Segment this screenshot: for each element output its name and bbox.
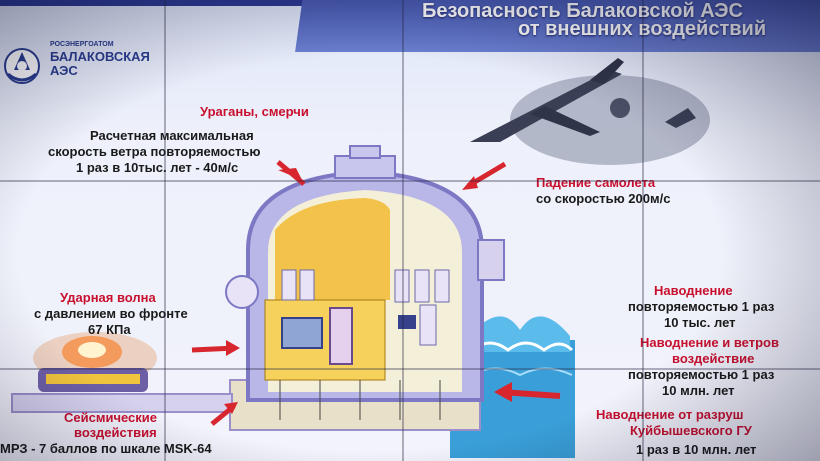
flood2-line2: 10 млн. лет <box>662 383 735 398</box>
flood2-line1: повторяемостью 1 раз <box>628 367 775 382</box>
shock-line2: 67 КПа <box>88 322 131 337</box>
flood1-title: Наводнение <box>654 283 733 298</box>
seismic-title2: воздействия <box>74 425 157 440</box>
screen-seam <box>0 180 820 182</box>
logo-subtitle: РОСЭНЕРГОАТОМ <box>50 41 114 48</box>
screen-seam <box>642 0 644 461</box>
flood1-line1: повторяемостью 1 раз <box>628 299 775 314</box>
hazard-arrows <box>191 160 561 426</box>
hurricane-line1: Расчетная максимальная <box>90 128 254 143</box>
flood3-title1: Наводнение от разруш <box>596 407 744 422</box>
flood2-title2: воздействие <box>672 351 755 366</box>
plane-speed: со скоростью 200м/с <box>536 191 671 206</box>
logo-emblem-icon <box>4 48 40 84</box>
flood3-title2: Куйбышевского ГУ <box>630 423 752 438</box>
screen-seam <box>402 0 404 461</box>
shock-line1: с давлением во фронте <box>34 306 188 321</box>
hurricane-line3: 1 раз в 10тыс. лет - 40м/с <box>76 160 239 175</box>
screen-seam <box>164 0 166 461</box>
flood3-line1: 1 раз в 10 млн. лет <box>636 442 757 457</box>
flood2-title1: Наводнение и ветров <box>640 335 779 350</box>
plane-title: Падение самолета <box>536 175 656 190</box>
slide-title-line2: от внешних воздействий <box>518 18 767 40</box>
containment-building <box>225 145 505 420</box>
flood1-line2: 10 тыс. лет <box>664 315 736 330</box>
explosion-icon <box>33 332 157 392</box>
shock-title: Ударная волна <box>60 290 156 305</box>
logo-name: БАЛАКОВСКАЯ АЭС <box>50 49 150 78</box>
slide-title-line1: Безопасность Балаковской АЭС <box>422 0 743 22</box>
airplane-icon <box>470 58 710 165</box>
seismic-line: МРЗ - 7 баллов по шкале MSK-64 <box>0 441 212 456</box>
hurricane-title: Ураганы, смерчи <box>200 104 309 119</box>
screen-seam <box>0 368 820 370</box>
seismic-title1: Сейсмические <box>64 410 158 425</box>
hurricane-line2: скорость ветра повторяемостью <box>48 144 261 159</box>
